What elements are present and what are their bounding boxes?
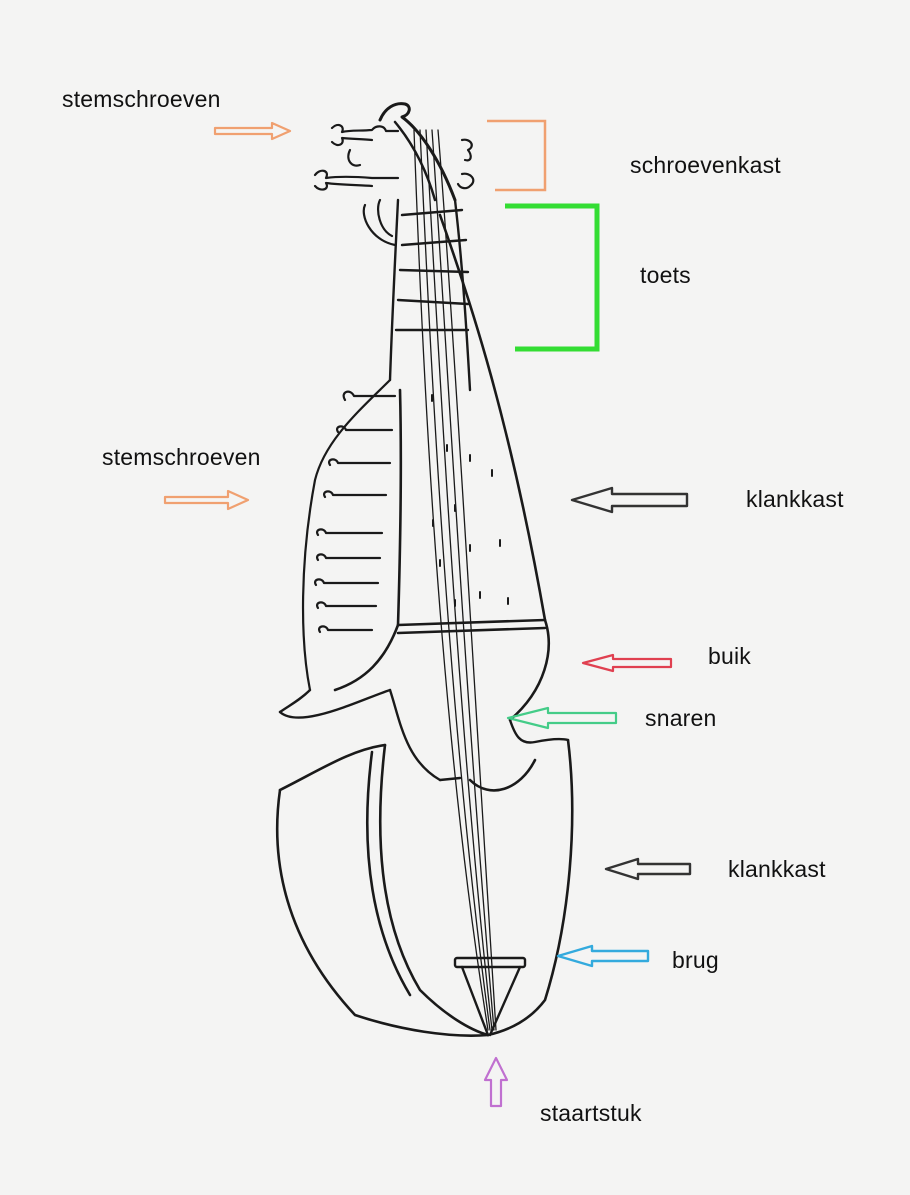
bridge-arrow-icon — [558, 946, 648, 966]
instrument-drawing — [277, 104, 572, 1036]
label-staartstuk: staartstuk — [540, 1100, 642, 1127]
soundbox-upper-arrow-icon — [572, 488, 687, 512]
pegs-side-arrow-icon — [165, 491, 248, 509]
bridge-drawing — [455, 958, 525, 1035]
strings-arrow-icon — [508, 708, 616, 728]
neck-drawing — [390, 200, 470, 390]
lower-soundbox-drawing — [277, 740, 572, 1036]
label-buik: buik — [708, 643, 751, 670]
label-snaren: snaren — [645, 705, 717, 732]
label-toets: toets — [640, 262, 691, 289]
tailpiece-arrow-icon — [485, 1058, 507, 1106]
annotation-markers — [165, 121, 690, 1106]
label-klankkast-upper: klankkast — [746, 486, 844, 513]
belly-arrow-icon — [583, 655, 671, 671]
pegs-top-arrow-icon — [215, 123, 290, 139]
strings-drawing — [414, 130, 496, 1030]
scroll-head — [380, 104, 455, 200]
label-stemschroeven-top: stemschroeven — [62, 86, 221, 113]
fingerboard-bracket — [505, 206, 597, 349]
label-schroevenkast: schroevenkast — [630, 152, 781, 179]
label-brug: brug — [672, 947, 719, 974]
label-stemschroeven-side: stemschroeven — [102, 444, 261, 471]
label-klankkast-lower: klankkast — [728, 856, 826, 883]
pegbox-bracket — [487, 121, 545, 190]
soundbox-lower-arrow-icon — [606, 859, 690, 879]
side-pegs-drawing — [303, 380, 395, 690]
